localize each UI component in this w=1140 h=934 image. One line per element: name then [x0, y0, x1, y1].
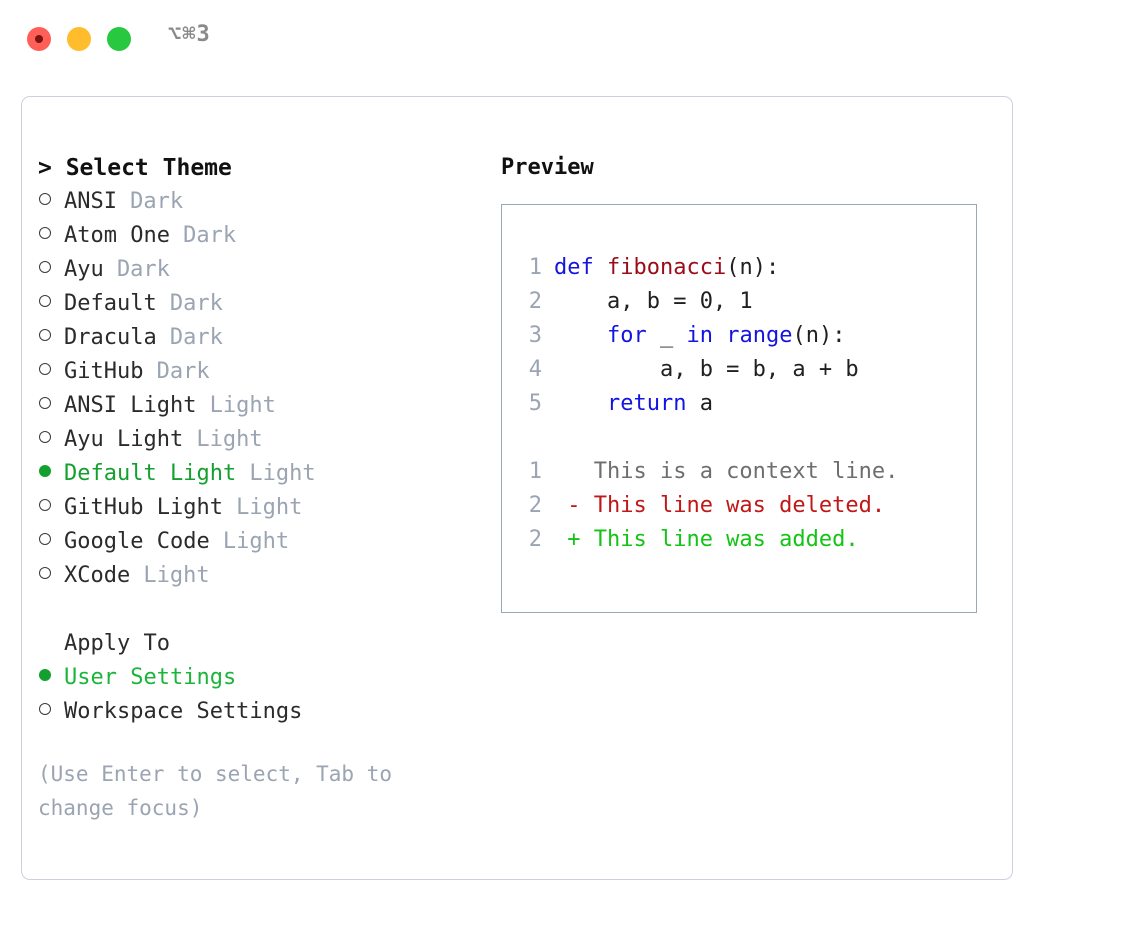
code-token-kw: return [606, 391, 687, 416]
code-text: return a [554, 387, 713, 421]
theme-option-11[interactable]: XCode Light [38, 559, 478, 593]
theme-option-4[interactable]: Dracula Dark [38, 321, 478, 355]
option-label: Atom One [64, 223, 170, 248]
code-token-kw: for [606, 323, 647, 348]
line-number: 2 [528, 493, 542, 518]
option-mode-tag: Dark [130, 189, 184, 214]
option-label: Default Light [64, 461, 237, 486]
option-label: Dracula [64, 325, 157, 350]
option-mode-tag: Dark [156, 359, 210, 384]
diff-text-del: - This line was deleted. [554, 493, 886, 518]
close-button[interactable] [27, 27, 51, 51]
option-mode-tag: Light [196, 427, 263, 452]
option-mode-tag: Dark [183, 223, 237, 248]
apply-to-option-0[interactable]: User Settings [38, 661, 478, 695]
select-theme-header: > Select Theme [38, 155, 232, 181]
diff-line: 2 - This line was deleted. [516, 489, 898, 523]
theme-option-6[interactable]: ANSI Light Light [38, 389, 478, 423]
code-token-kw: in [686, 323, 713, 348]
minimize-button[interactable] [67, 27, 91, 51]
theme-option-5[interactable]: GitHub Dark [38, 355, 478, 389]
preview-title: Preview [501, 155, 594, 180]
option-mode-tag: Light [249, 461, 316, 486]
theme-option-9[interactable]: GitHub Light Light [38, 491, 478, 525]
line-number: 2 [528, 289, 542, 314]
option-mode-tag: Light [209, 393, 276, 418]
theme-option-1[interactable]: Atom One Dark [38, 219, 478, 253]
option-label: ANSI Light [64, 393, 197, 418]
line-number: 4 [528, 357, 542, 382]
code-token-pl [713, 323, 726, 348]
title-bar: ⌥⌘3 [0, 0, 1140, 78]
option-mode-tag: Light [143, 563, 210, 588]
diff-text-ctx: This is a context line. [554, 459, 899, 484]
option-label: Ayu Light [64, 427, 184, 452]
theme-option-10[interactable]: Google Code Light [38, 525, 478, 559]
code-token-pl: a, b = 0, 1 [554, 289, 753, 314]
apply-to-option-1[interactable]: Workspace Settings [38, 695, 478, 729]
list-spacer [38, 593, 478, 627]
option-mode-tag: Dark [169, 291, 223, 316]
line-number: 5 [528, 391, 542, 416]
line-number: 3 [528, 323, 542, 348]
window-title: ⌥⌘3 [168, 22, 211, 47]
line-number: 2 [528, 527, 542, 552]
option-label: User Settings [64, 665, 237, 690]
diff-text-add: + This line was added. [554, 527, 859, 552]
option-label: Ayu [64, 257, 104, 282]
option-label: Default [64, 291, 157, 316]
code-text: for _ in range(n): [554, 319, 845, 353]
option-label: ANSI [64, 189, 117, 214]
code-line: 3 for _ in range(n): [516, 319, 898, 353]
code-token-pl: a, b = b, a + b [554, 357, 859, 382]
theme-option-8[interactable]: Default Light Light [38, 457, 478, 491]
option-mode-tag: Dark [116, 257, 170, 282]
code-line: 4 a, b = b, a + b [516, 353, 898, 387]
preview-panel-header-wrap: Preview [501, 151, 991, 185]
option-label: XCode [64, 563, 131, 588]
line-number: 1 [528, 255, 542, 280]
code-text: a, b = 0, 1 [554, 285, 753, 319]
diff-line: 1 This is a context line. [516, 455, 899, 489]
option-mode-tag: Light [222, 529, 290, 554]
code-token-pl [554, 391, 607, 416]
code-line: 2 a, b = 0, 1 [516, 285, 898, 319]
code-token-pl [554, 323, 607, 348]
keyboard-hint: (Use Enter to select, Tab to change focu… [38, 762, 405, 820]
option-label: GitHub [64, 359, 144, 384]
code-line: 1 def fibonacci(n): [516, 251, 898, 285]
code-token-pl: (n): [792, 323, 846, 348]
theme-option-0[interactable]: ANSI Dark [38, 185, 478, 219]
code-token-pl: (n): [726, 255, 780, 280]
option-label: Workspace Settings [64, 699, 303, 724]
code-text: a, b = b, a + b [554, 353, 859, 387]
diff-block: 1 This is a context line.2 - This line w… [516, 455, 899, 557]
code-token-pl: _ [646, 323, 687, 348]
maximize-button[interactable] [107, 27, 131, 51]
theme-option-7[interactable]: Ayu Light Light [38, 423, 478, 457]
diff-line: 2 + This line was added. [516, 523, 898, 557]
code-token-fn: fibonacci [606, 255, 727, 280]
option-label: GitHub Light [64, 495, 223, 520]
apply-to-header: Apply To [64, 631, 170, 656]
theme-option-3[interactable]: Default Dark [38, 287, 478, 321]
code-text: def fibonacci(n): [554, 251, 779, 285]
code-line: 5 return a [516, 387, 898, 421]
code-token-kw: def [554, 255, 607, 280]
code-token-kw: range [726, 323, 793, 348]
option-mode-tag: Dark [169, 325, 223, 350]
theme-option-2[interactable]: Ayu Dark [38, 253, 478, 287]
option-label: Google Code [64, 529, 210, 554]
code-token-pl: a [686, 391, 713, 416]
code-diff-spacer [516, 421, 898, 455]
option-mode-tag: Light [236, 495, 303, 520]
line-number: 1 [528, 459, 542, 484]
